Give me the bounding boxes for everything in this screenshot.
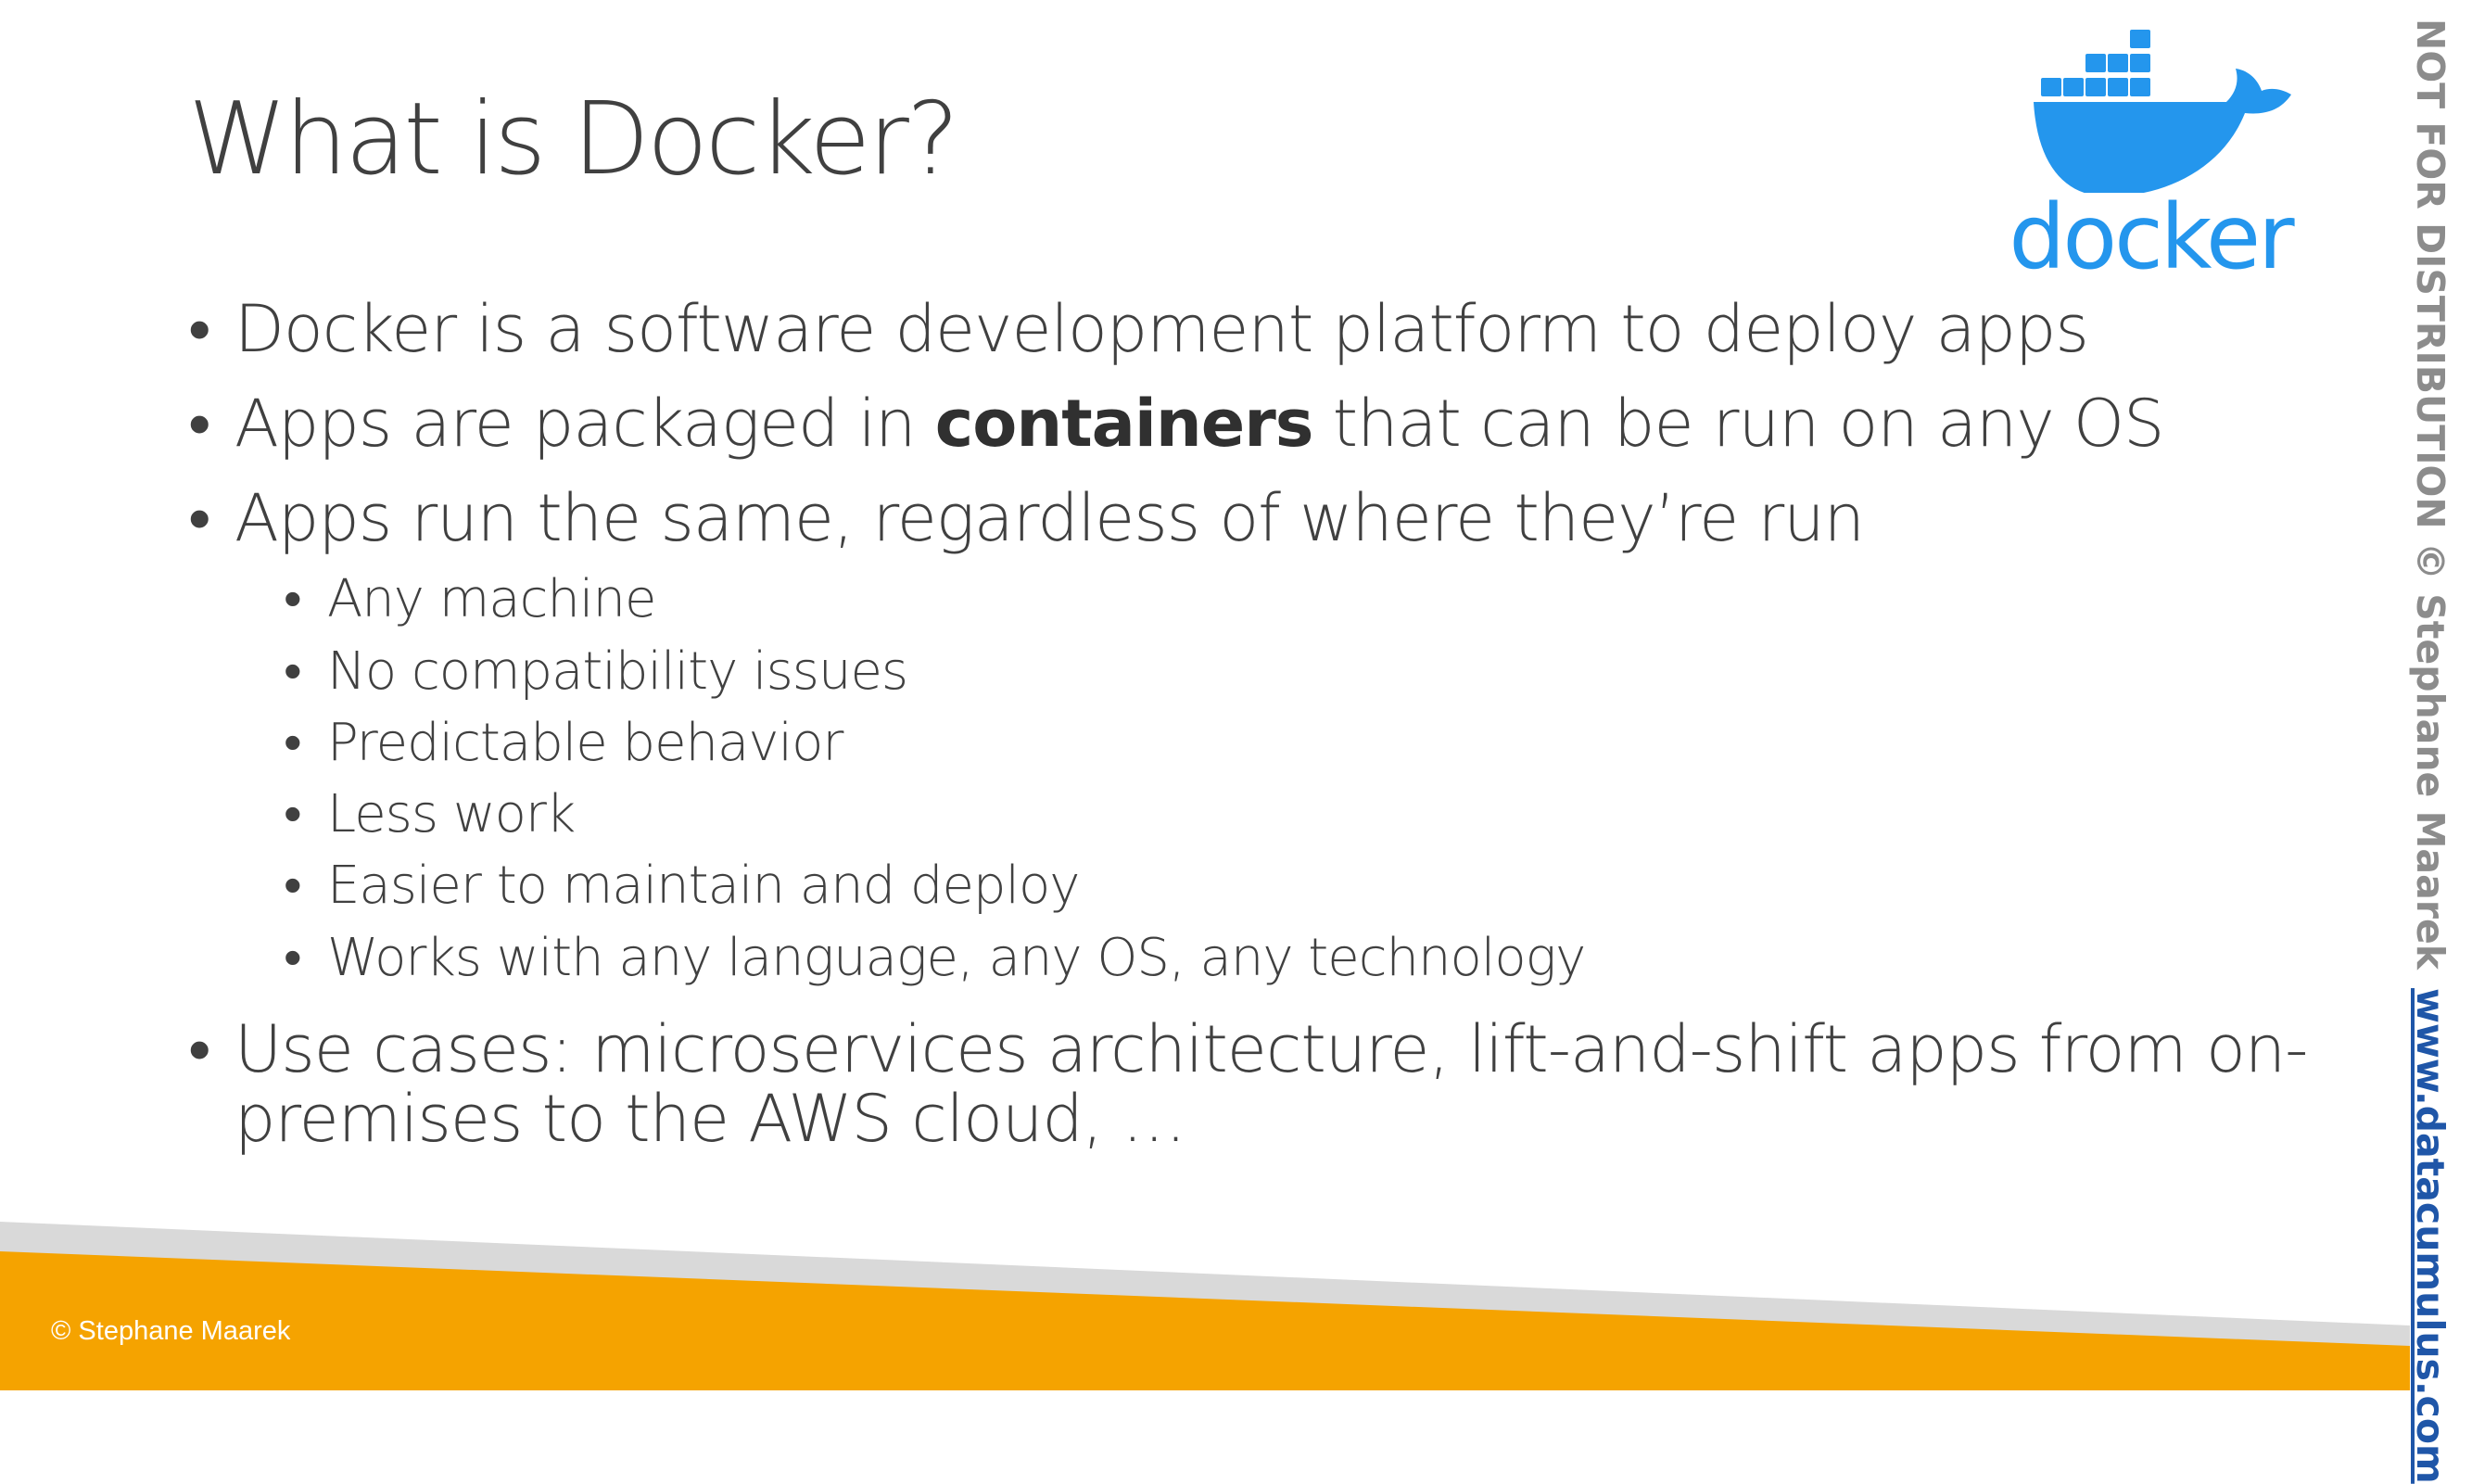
bullet-glyph: • (188, 291, 210, 367)
docker-wordmark: docker (2009, 185, 2294, 289)
bullet-glyph: • (188, 1011, 210, 1087)
bullet-text: Docker is a software development platfor… (235, 291, 2089, 367)
sub-bullet-text: Predictable behavior (327, 713, 843, 773)
sub-bullet-item: • Less work (284, 779, 576, 851)
bullet-item: • Docker is a software development platf… (188, 291, 2089, 367)
sub-bullet-item: • Works with any language, any OS, any t… (284, 922, 1586, 995)
bullet-item: • Apps run the same, regardless of where… (188, 480, 1865, 556)
footer-band (0, 1222, 2410, 1390)
slide-content: • Docker is a software development platf… (188, 291, 2308, 1157)
bullet-text-post: that can be run on any OS (1312, 386, 2165, 462)
sub-bullet-text: Any machine (327, 569, 656, 629)
bullet-text: Apps run the same, regardless of where t… (235, 480, 1865, 556)
bullet-item: • Apps are packaged in containers that c… (188, 386, 2165, 462)
watermark-text: NOT FOR DISTRIBUTION © Stephane Maarek (2408, 19, 2453, 970)
sub-bullet-text: Less work (327, 784, 576, 844)
sub-bullet-item: • Easier to maintain and deploy (284, 850, 1080, 922)
sub-bullet-item: • No compatibility issues (284, 636, 908, 708)
bullet-glyph: • (188, 480, 210, 556)
slide-title: What is Docker? (188, 82, 959, 197)
bullet-text: Use cases: microservices architecture, l… (235, 1011, 2308, 1087)
sub-bullet-text: Easier to maintain and deploy (327, 856, 1080, 916)
bullet-glyph: • (284, 784, 302, 844)
bullet-glyph: • (284, 928, 302, 988)
sub-bullet-text: Works with any language, any OS, any tec… (327, 928, 1586, 988)
watermark: NOT FOR DISTRIBUTION © Stephane Maarek ww… (2393, 0, 2467, 1484)
bullet-glyph: • (284, 569, 302, 629)
footer-copyright: © Stephane Maarek (51, 1316, 291, 1346)
sub-bullet-text: No compatibility issues (327, 641, 908, 702)
sub-bullet-item: • Predictable behavior (284, 707, 843, 780)
bullet-glyph: • (284, 641, 302, 702)
watermark-link[interactable]: www.datacumulus.com (2408, 988, 2453, 1484)
bullet-glyph: • (284, 713, 302, 773)
bullet-text-emphasis: containers (934, 386, 1314, 462)
docker-whale-icon (2034, 30, 2291, 197)
bullet-continuation: premises to the AWS cloud, … (235, 1081, 1186, 1157)
sub-bullet-item: • Any machine (284, 564, 656, 636)
footer-orange-stripe (0, 1251, 2410, 1390)
bullet-glyph: • (284, 856, 302, 916)
bullet-glyph: • (188, 386, 210, 462)
bullet-item: • Use cases: microservices architecture,… (188, 1011, 2308, 1087)
docker-logo: docker (1993, 26, 2308, 304)
bullet-text: premises to the AWS cloud, … (235, 1081, 1186, 1157)
bullet-text-pre: Apps are packaged in (235, 386, 935, 462)
